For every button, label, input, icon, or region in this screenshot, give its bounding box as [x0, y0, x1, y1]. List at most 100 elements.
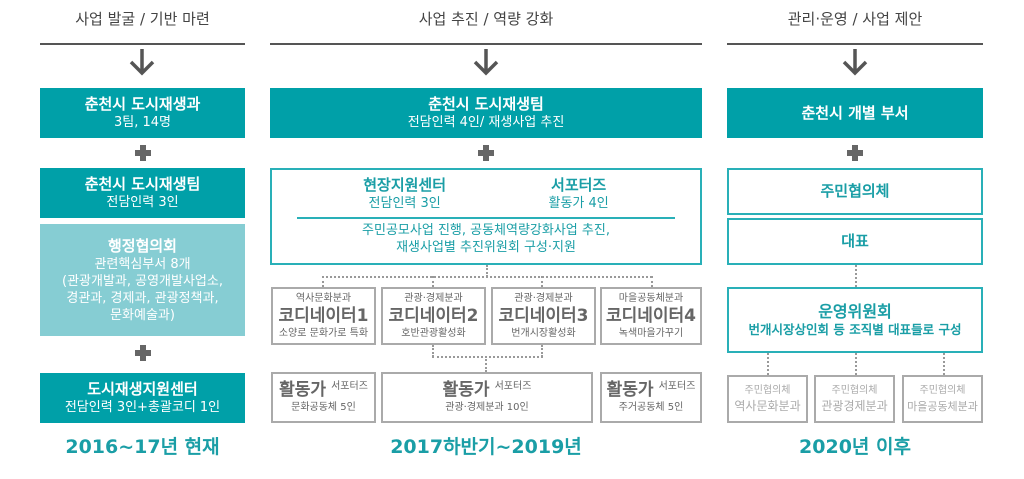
urban-regen-dept-box: 춘천시 도시재생과 3팀, 14명 [40, 88, 245, 138]
box-line: 경관과, 경제과, 관광정책과, [66, 290, 219, 306]
activist-tag: 서포터즈 [494, 381, 532, 392]
desc-line: 주민공모사업 진행, 공동체역량강화사업 추진, [362, 223, 610, 238]
center-sub: 전담인력 3인 [368, 196, 441, 211]
connector [322, 276, 324, 287]
coordinator-box-4: 마을공동체분과 코디네이터4 녹색마을가꾸기 [600, 287, 702, 345]
box-title: 춘천시 도시재생팀 [84, 175, 201, 193]
activist-sub: 문화공동체 5인 [291, 402, 356, 413]
box-title: 주민협의체 [820, 182, 890, 200]
coordinator-dept: 관광·경제분과 [514, 292, 573, 304]
box-sub: 전담인력 4인/ 재생사업 추진 [407, 115, 565, 130]
connector [432, 356, 543, 358]
period-label: 2017하반기~2019년 [390, 436, 582, 458]
sub-title: 역사문화분과 [734, 398, 801, 413]
connector [541, 276, 543, 287]
plus-icon [847, 145, 863, 161]
coordinator-dept: 관광·경제분과 [404, 292, 463, 304]
support-center-box: 도시재생지원센터 전담인력 3인+총괄코디 1인 [40, 373, 245, 423]
supporters-sub: 활동가 4인 [548, 196, 609, 211]
center-title: 현장지원센터 [363, 176, 447, 194]
plus-icon [135, 345, 151, 361]
activist-title: 활동가 [442, 380, 490, 400]
coordinator-dept: 역사문화분과 [295, 292, 352, 304]
urban-regen-team-box: 춘천시 도시재생팀 전담인력 4인/ 재생사업 추진 [270, 88, 702, 138]
box-title: 춘천시 개별 부서 [801, 103, 909, 122]
admin-council-box: 행정협의회 관련핵심부서 8개 (관광개발과, 공영개발사업소, 경관과, 경제… [40, 224, 245, 336]
sub-tag: 주민협의체 [919, 384, 966, 396]
sub-title: 마을공동체분과 [907, 399, 978, 413]
sub-tag: 주민협의체 [744, 384, 791, 396]
box-line: (관광개발과, 공영개발사업소, [62, 273, 223, 289]
coordinator-title: 코디네이터3 [498, 305, 589, 326]
resident-council-box: 주민협의체 [727, 168, 983, 215]
coordinator-box-1: 역사문화분과 코디네이터1 소양로 문화가로 특화 [271, 287, 376, 345]
connector [322, 276, 652, 278]
subcommittee-box-2: 주민협의체 관광경제분과 [814, 375, 895, 423]
divider [727, 43, 983, 45]
activist-sub: 관광·경제분과 10인 [445, 402, 529, 413]
activist-box-3: 활동가 서포터즈 주거공동체 5인 [600, 372, 702, 423]
column-header-3: 관리·운영 / 사업 제안 [787, 10, 923, 28]
steering-committee-box: 운영위원회 번개시장상인회 등 조직별 대표들로 구성 [727, 287, 983, 353]
divider [270, 43, 702, 45]
box-title: 대표 [841, 232, 869, 250]
activist-tag: 서포터즈 [331, 381, 368, 392]
box-title: 도시재생지원센터 [87, 380, 198, 398]
connector [432, 276, 434, 287]
arrow-down-icon [473, 49, 499, 76]
activist-sub: 주거공동체 5인 [618, 402, 684, 413]
connector [855, 353, 857, 375]
box-sub: 전담인력 3인 [106, 195, 179, 210]
desc-line: 재생사업별 추진위원회 구성·지원 [396, 240, 576, 255]
connector [541, 345, 543, 357]
urban-regen-team-box: 춘천시 도시재생팀 전담인력 3인 [40, 168, 245, 218]
plus-icon [478, 145, 494, 161]
connector [943, 353, 945, 375]
arrow-down-icon [129, 49, 155, 76]
box-title: 행정협의회 [107, 236, 177, 255]
coordinator-title: 코디네이터4 [605, 305, 697, 326]
divider [297, 217, 675, 219]
connector [767, 353, 769, 375]
coordinator-sub: 번개시장활성화 [511, 327, 576, 339]
box-sub: 3팀, 14명 [114, 115, 171, 130]
coordinator-sub: 호반관광활성화 [401, 327, 466, 339]
box-line: 문화예술과) [110, 307, 175, 323]
activist-box-2: 활동가 서포터즈 관광·경제분과 10인 [381, 372, 593, 423]
connector [651, 276, 653, 287]
representative-box: 대표 [727, 218, 983, 265]
coordinator-box-3: 관광·경제분과 코디네이터3 번개시장활성화 [491, 287, 596, 345]
sub-tag: 주민협의체 [831, 384, 878, 396]
connector [855, 265, 857, 287]
column-header-1: 사업 발굴 / 기반 마련 [75, 10, 210, 28]
connector [486, 265, 488, 277]
column-header-2: 사업 추진 / 역량 강화 [418, 10, 554, 28]
coordinator-sub: 소양로 문화가로 특화 [278, 327, 369, 339]
box-title: 춘천시 도시재생팀 [428, 95, 544, 113]
coordinator-title: 코디네이터1 [278, 305, 369, 326]
box-sub: 번개시장상인회 등 조직별 대표들로 구성 [748, 322, 962, 337]
activist-title: 활동가 [279, 380, 326, 400]
subcommittee-box-3: 주민협의체 마을공동체분과 [902, 375, 983, 423]
plus-icon [135, 145, 151, 161]
period-label: 2016~17년 현재 [65, 436, 220, 458]
coordinator-box-2: 관광·경제분과 코디네이터2 호반관광활성화 [381, 287, 486, 345]
activist-title: 활동가 [606, 380, 654, 400]
arrow-down-icon [842, 49, 868, 76]
box-title: 춘천시 도시재생과 [84, 95, 201, 113]
divider [40, 43, 245, 45]
box-line: 관련핵심부서 8개 [94, 256, 191, 272]
connector [432, 345, 434, 357]
supporters-title: 서포터즈 [551, 176, 607, 194]
coordinator-sub: 녹색마을가꾸기 [618, 327, 684, 339]
box-sub: 전담인력 3인+총괄코디 1인 [64, 400, 221, 415]
coordinator-dept: 마을공동체분과 [618, 292, 684, 304]
sub-title: 관광경제분과 [821, 398, 888, 413]
coordinator-title: 코디네이터2 [388, 305, 479, 326]
connector [485, 356, 487, 372]
activist-tag: 서포터즈 [658, 381, 696, 392]
activist-box-1: 활동가 서포터즈 문화공동체 5인 [271, 372, 376, 423]
box-title: 운영위원회 [818, 302, 892, 321]
city-departments-box: 춘천시 개별 부서 [727, 88, 983, 138]
